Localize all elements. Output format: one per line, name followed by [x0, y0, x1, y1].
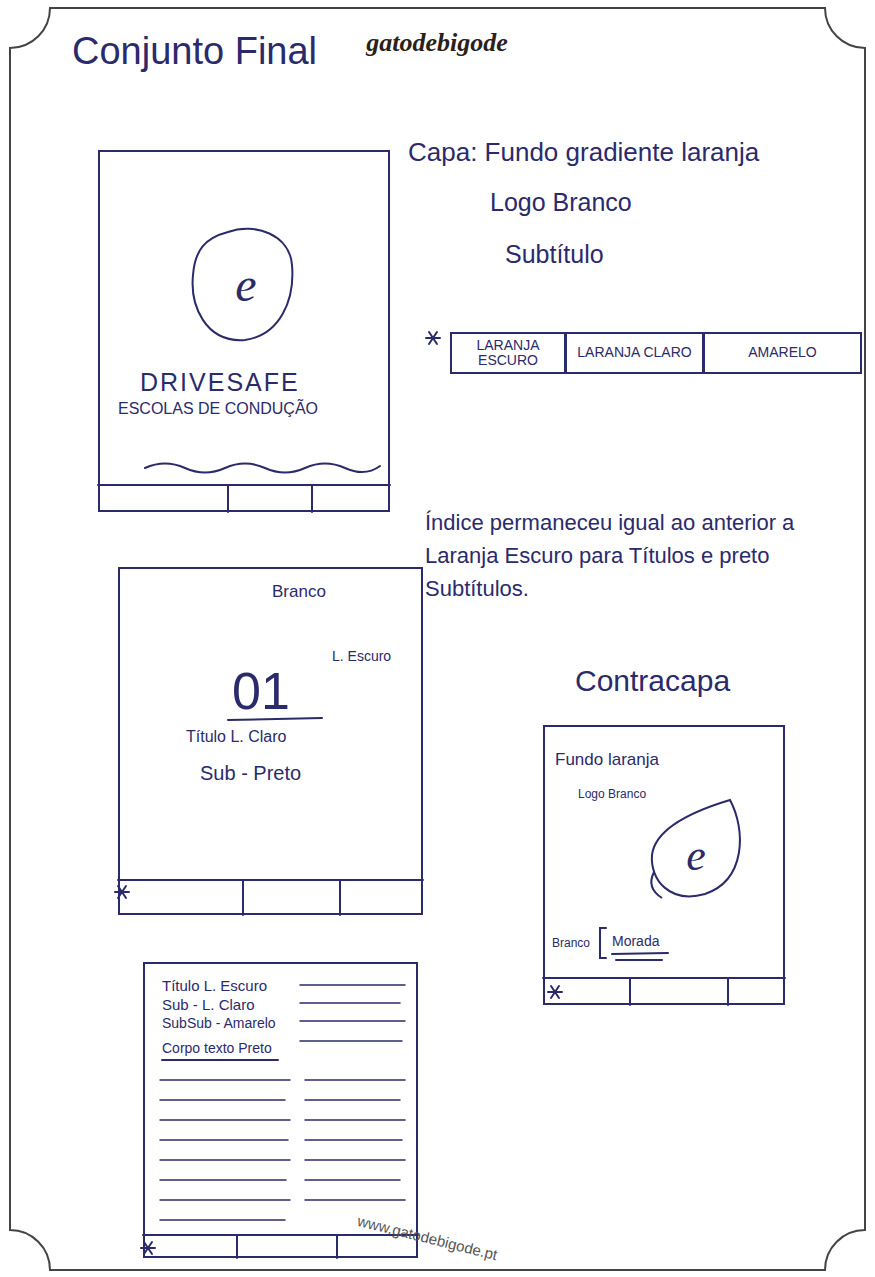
note-text: Subtítulo: [505, 240, 604, 269]
note-text: Morada: [612, 933, 659, 949]
subtitle: ESCOLAS DE CONDUÇÃO: [118, 400, 318, 418]
page-strip: [143, 1235, 418, 1258]
wave-line: [145, 464, 380, 473]
logo-shape: Logo Branco e: [575, 786, 750, 908]
note-text: Branco: [552, 937, 590, 951]
colour-cell: AMARELO: [703, 332, 862, 374]
cell-text: LARANJA ESCURO: [456, 338, 560, 369]
page-frame: [10, 8, 865, 1270]
logo-outline: [193, 229, 293, 340]
page-strip: [98, 485, 390, 512]
colour-cell: LARANJA ESCURO: [450, 332, 566, 374]
note-text: Índice permaneceu igual ao anterior a La…: [425, 506, 855, 605]
note-text: SubSub - Amarelo: [162, 1015, 276, 1031]
note-text: Logo Branco: [490, 188, 632, 217]
note-text: L. Escuro: [332, 648, 391, 664]
page-heading: Contracapa: [575, 664, 730, 699]
page-title: Conjunto Final: [72, 30, 317, 74]
note-text: Corpo texto Preto: [162, 1040, 272, 1056]
note-text: Logo Branco: [578, 788, 646, 802]
page-strip: [543, 978, 785, 1005]
logo-letter: e: [686, 831, 706, 882]
note-text: Título L. Claro: [186, 728, 286, 746]
note-text: Branco: [272, 582, 326, 602]
star-mark: [548, 986, 562, 998]
logo-letter: e: [235, 257, 256, 312]
chapter-number: 01: [232, 662, 290, 722]
logo-shape: e: [188, 225, 296, 345]
index-page: Branco 01 L. EscuroTítulo L. ClaroSub - Pr…: [118, 567, 423, 915]
underline: [162, 1059, 278, 1061]
colour-cell: LARANJA CLARO: [565, 332, 704, 374]
logo-outline: [575, 786, 750, 908]
brand-logo: gatodebigode: [366, 28, 508, 58]
text-lines: [300, 985, 405, 1041]
note-text: Capa: Fundo gradiente laranja: [408, 138, 759, 168]
brand-name: DRIVESAFE: [140, 368, 300, 397]
page-strip: [118, 880, 423, 915]
note-text: Sub - L. Claro: [162, 996, 255, 1013]
cell-text: LARANJA CLARO: [571, 345, 698, 360]
bracket: [600, 928, 606, 958]
cell-text: AMARELO: [709, 345, 856, 360]
note-text: Fundo laranja: [555, 750, 659, 770]
body-page: Título L. EscuroSub - L. ClaroSubSub - A…: [143, 962, 418, 1258]
cover-page: DRIVESAFE ESCOLAS DE CONDUÇÃO e: [98, 150, 390, 512]
star-mark: [426, 332, 440, 344]
logo-outline: [651, 800, 740, 898]
underline: [612, 953, 668, 960]
text-lines: [160, 1080, 405, 1220]
note-text: Sub - Preto: [200, 762, 301, 785]
back-cover-page: ContracapaFundo laranjaBrancoMoradaLogo …: [543, 725, 785, 1005]
note-text: Título L. Escuro: [162, 977, 267, 994]
